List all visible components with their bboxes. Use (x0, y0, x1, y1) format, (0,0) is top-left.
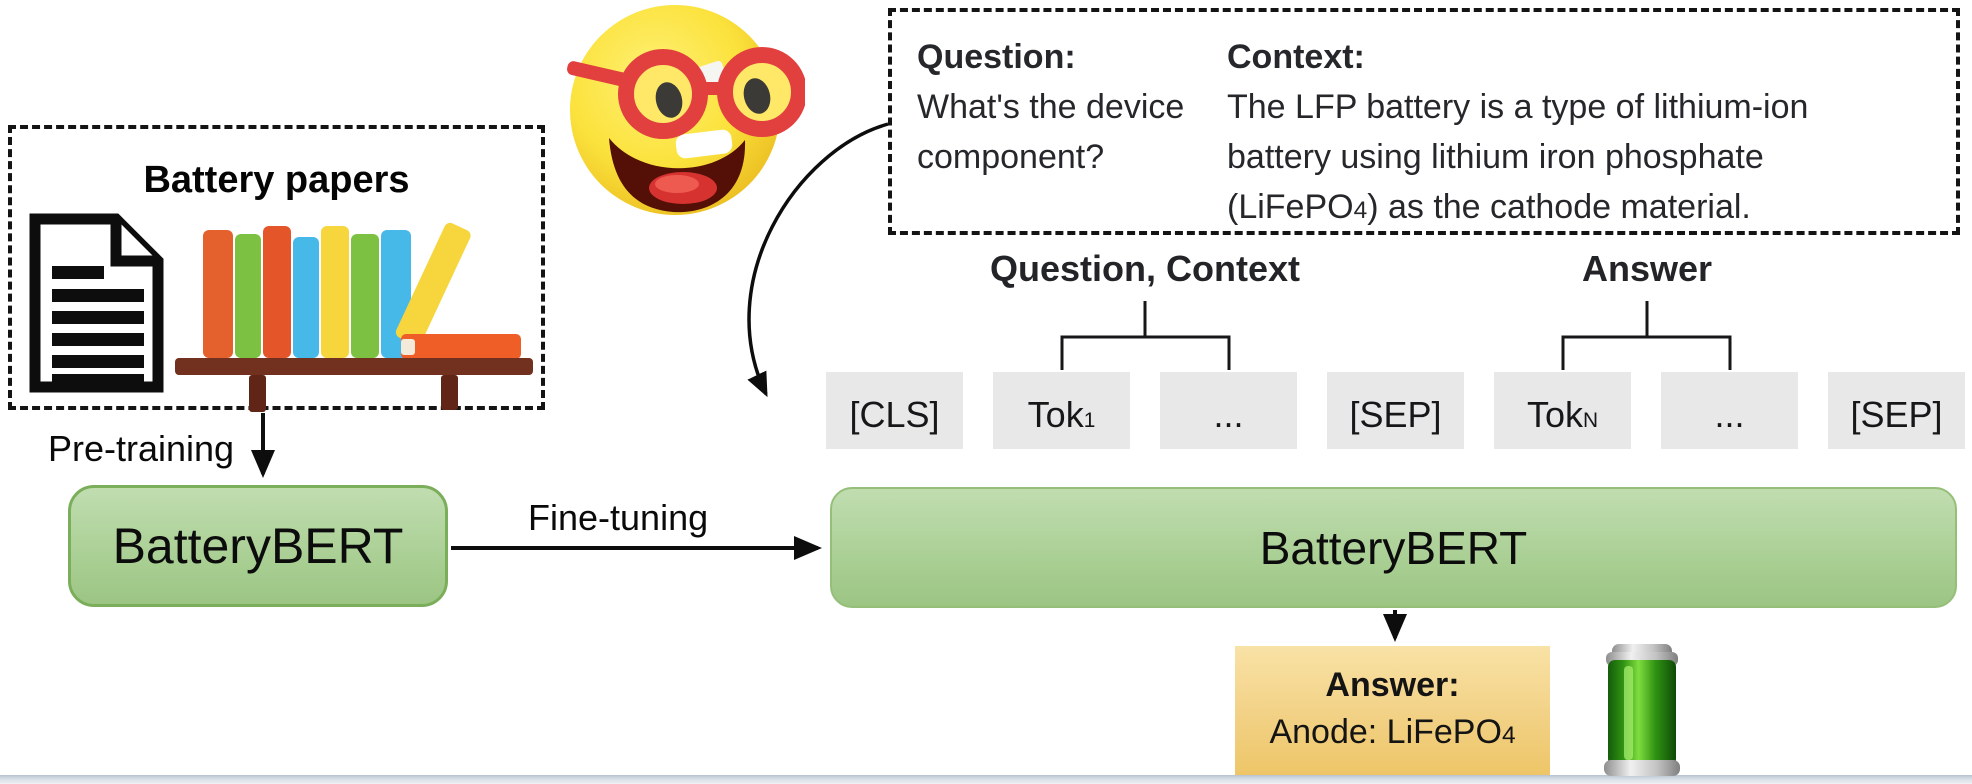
token-sep-2: [SEP] (1828, 372, 1965, 449)
token-sep-1: [SEP] (1327, 372, 1464, 449)
context-line: The LFP battery is a type of lithium-ion (1227, 88, 1809, 126)
answer-value-sub: 4 (1501, 722, 1516, 749)
battery-papers-title: Battery papers (143, 159, 410, 201)
token-sub: N (1582, 409, 1599, 433)
bottom-edge-strip (0, 775, 1972, 784)
context-line: battery using lithium iron phosphate (1227, 138, 1764, 176)
question-context-group-label: Question, Context (989, 248, 1300, 289)
context-title: Context: (1227, 38, 1365, 76)
token-text: ... (1213, 394, 1244, 435)
context-formula: (LiFePO (1227, 188, 1354, 226)
token-sub: 1 (1083, 409, 1096, 433)
question-title: Question: (917, 38, 1076, 76)
token-text: [SEP] (1850, 394, 1943, 435)
answer-group-label: Answer (1581, 248, 1713, 289)
battery-icon (1604, 644, 1680, 776)
nerd-face-icon (567, 5, 805, 215)
question-line: component? (917, 138, 1105, 176)
context-line-end: ) as the cathode material. (1367, 188, 1751, 226)
answer-value-text: Anode: LiFePO (1269, 713, 1502, 751)
batterybert-pretrained-box: BatteryBERT (68, 485, 448, 607)
pretraining-label: Pre-training (48, 428, 235, 469)
bookshelf-icon (175, 222, 533, 412)
context-column: Context: The LFP battery is a type of li… (1227, 32, 1808, 236)
context-line: (LiFePO4) as the cathode material. (1227, 182, 1808, 236)
answer-title: Answer: (1325, 666, 1460, 704)
batterybert-pretrained-label: BatteryBERT (112, 518, 404, 574)
token-text: [SEP] (1349, 394, 1442, 435)
batterybert-finetuned-box: BatteryBERT (830, 487, 1957, 608)
answer-bracket (1561, 301, 1732, 370)
question-column: Question: What's the device component? (917, 32, 1184, 182)
context-formula-sub: 4 (1353, 197, 1368, 224)
finetuning-label: Fine-tuning (528, 497, 709, 538)
token-ellipsis-2: ... (1661, 372, 1798, 449)
answer-value: Anode: LiFePO4 (1269, 709, 1515, 759)
question-context-box: Question: What's the device component? C… (888, 8, 1960, 235)
token-text: Tok (1526, 394, 1583, 435)
token-text: Tok (1027, 394, 1084, 435)
token-cls: [CLS] (826, 372, 963, 449)
question-line: What's the device (917, 88, 1185, 126)
token-text: ... (1714, 394, 1745, 435)
token-ellipsis-1: ... (1160, 372, 1297, 449)
question-context-bracket (1060, 301, 1231, 370)
document-icon (29, 213, 164, 393)
token-text: [CLS] (849, 394, 940, 435)
batterybert-finetuned-label: BatteryBERT (1259, 521, 1528, 574)
answer-box: Answer: Anode: LiFePO4 (1235, 646, 1550, 775)
